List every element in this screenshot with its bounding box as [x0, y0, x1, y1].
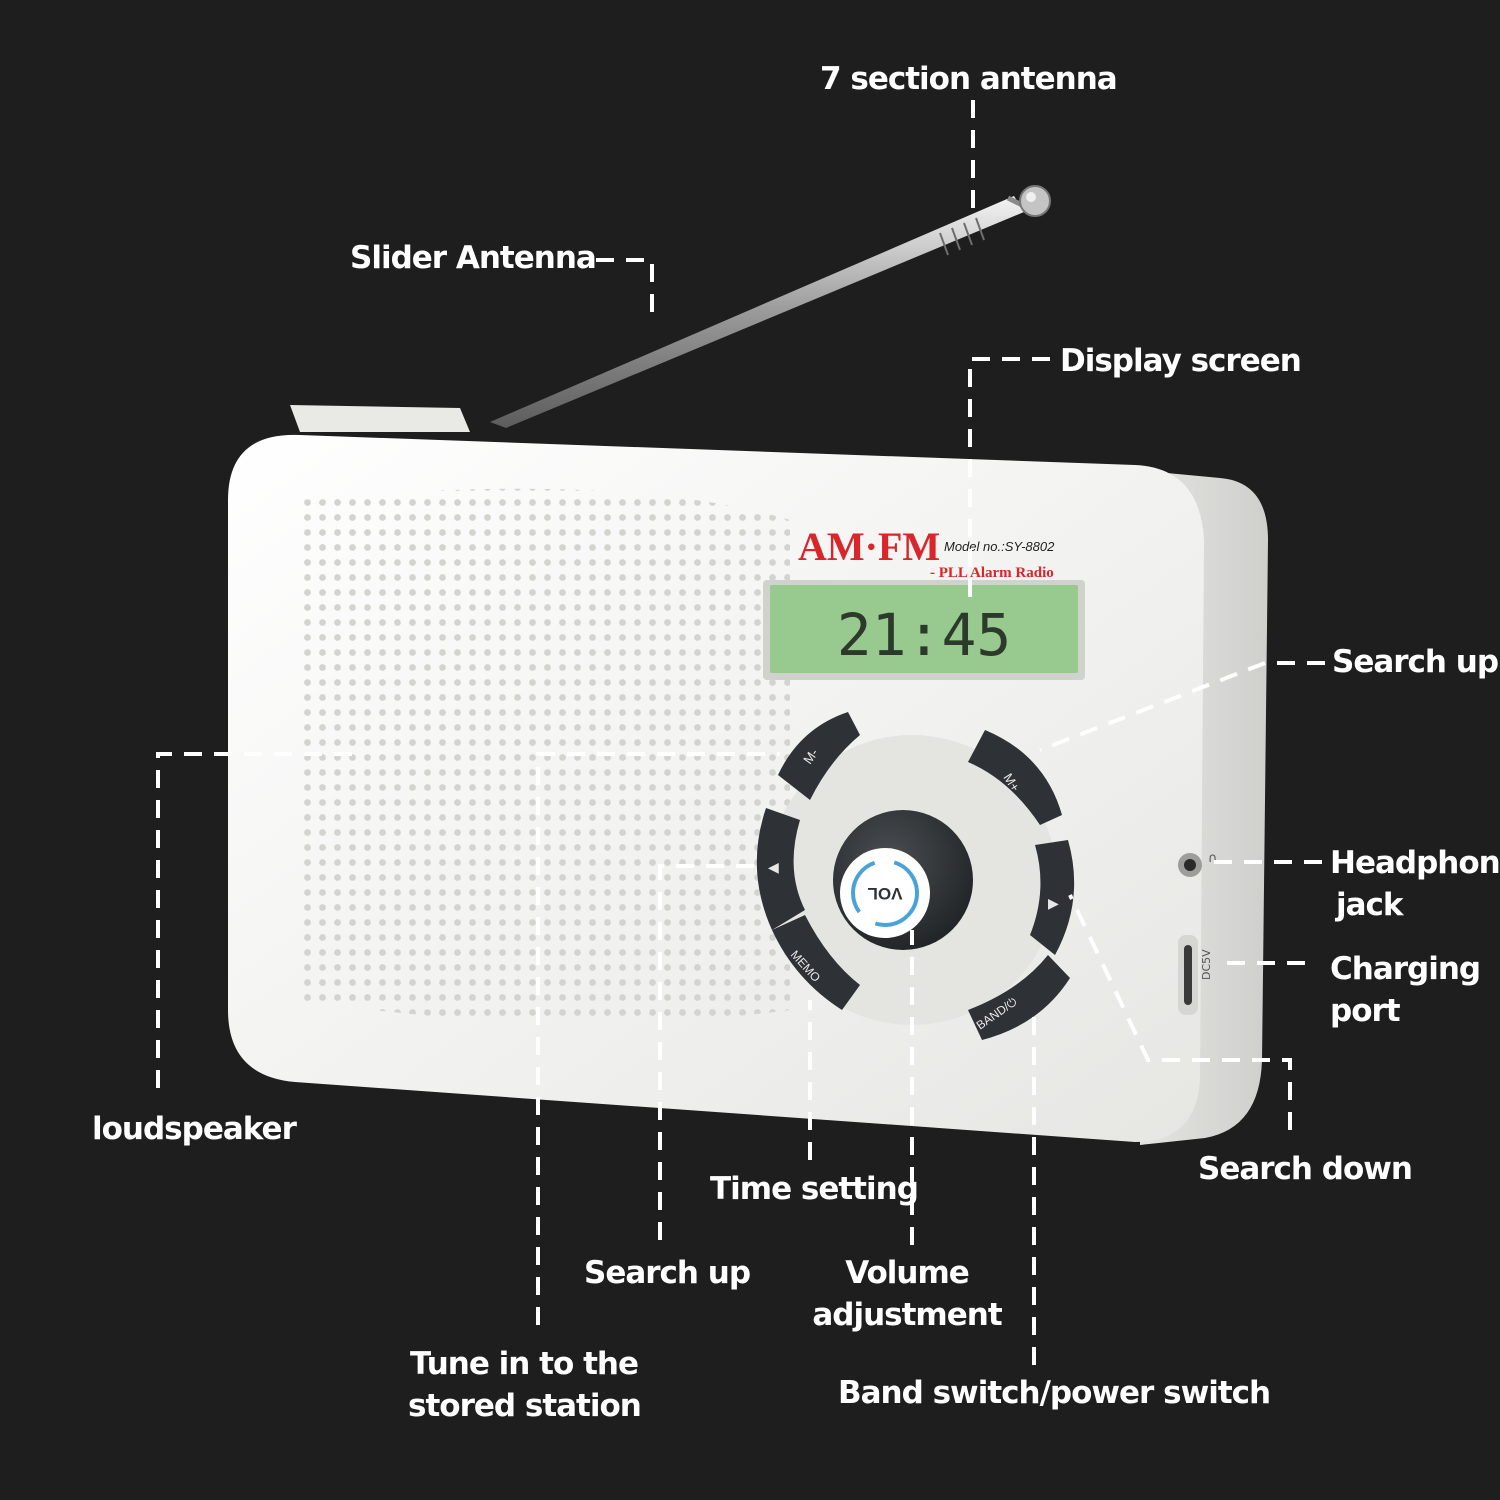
- label-charging-port: Charging port: [1330, 948, 1481, 1032]
- leader-lines: [156, 100, 1325, 1365]
- brand-dot: ·: [865, 524, 878, 569]
- model-subtitle: - PLL Alarm Radio: [930, 565, 1054, 581]
- label-slider-antenna: Slider Antenna: [350, 240, 597, 276]
- search-left-icon: ◀: [768, 860, 779, 876]
- search-right-icon: ▶: [1048, 896, 1059, 912]
- control-pad: M- M+ ◀ ▶ MEMO BAND/⏻ VOL: [756, 712, 1075, 1040]
- vol-label: VOL: [868, 884, 903, 903]
- leader-display: [968, 357, 1050, 605]
- label-tune-stored-station: Tune in to the stored station: [408, 1343, 642, 1427]
- label-headphone-jack: Headphone jack: [1330, 842, 1500, 926]
- label-charging-line1: Charging: [1330, 951, 1481, 987]
- brand-panel: AM·FM Model no.:SY-8802 - PLL Alarm Radi…: [798, 524, 1055, 581]
- leader-loudspeaker: [156, 752, 360, 1088]
- leader-search-down: [1068, 894, 1292, 1130]
- label-tune-line1: Tune in to the: [409, 1346, 639, 1382]
- label-time-setting: Time setting: [710, 1171, 919, 1207]
- label-volume-line2: adjustment: [812, 1297, 1002, 1333]
- label-7-section-antenna: 7 section antenna: [820, 61, 1118, 97]
- side-ports: ∩ DC5V: [1178, 851, 1218, 1015]
- label-loudspeaker: loudspeaker: [92, 1111, 297, 1147]
- label-tune-line2: stored station: [408, 1388, 642, 1424]
- volume-knob[interactable]: VOL: [833, 810, 973, 950]
- leader-tune-stored: [536, 752, 780, 1325]
- label-volume-adjustment: Volume adjustment: [812, 1252, 1002, 1336]
- label-headphone-line1: Headphone: [1330, 845, 1500, 881]
- svg-text:AM·FM: AM·FM: [798, 524, 940, 569]
- label-band-power-switch: Band switch/power switch: [838, 1375, 1271, 1411]
- brand-am: AM: [798, 524, 865, 569]
- port-label: DC5V: [1200, 949, 1213, 980]
- display-time: 21:45: [837, 601, 1012, 669]
- label-search-up-bottom: Search up: [584, 1255, 751, 1291]
- m-minus-button[interactable]: M-: [778, 712, 860, 800]
- m-minus-label: M-: [800, 746, 821, 767]
- search-right-button[interactable]: ▶: [1030, 840, 1075, 955]
- label-display-screen: Display screen: [1060, 343, 1302, 379]
- speaker-grille: [300, 488, 790, 1023]
- svg-text:∩: ∩: [1208, 851, 1218, 866]
- search-left-button[interactable]: ◀: [756, 808, 805, 930]
- leader-search-up-right: [1039, 661, 1325, 752]
- display-screen: 21:45: [763, 580, 1085, 680]
- telescopic-antenna: [490, 185, 1051, 428]
- label-headphone-line2: jack: [1336, 887, 1404, 923]
- brand-fm: FM: [878, 524, 940, 569]
- label-search-down: Search down: [1198, 1151, 1413, 1187]
- label-search-up-right: Search up: [1332, 644, 1499, 680]
- label-volume-line1: Volume: [845, 1255, 970, 1291]
- leader-search-up-bottom: [658, 864, 760, 1240]
- label-charging-line2: port: [1330, 993, 1401, 1029]
- leader-slider-antenna: [596, 258, 654, 320]
- model-number: Model no.:SY-8802: [944, 539, 1055, 554]
